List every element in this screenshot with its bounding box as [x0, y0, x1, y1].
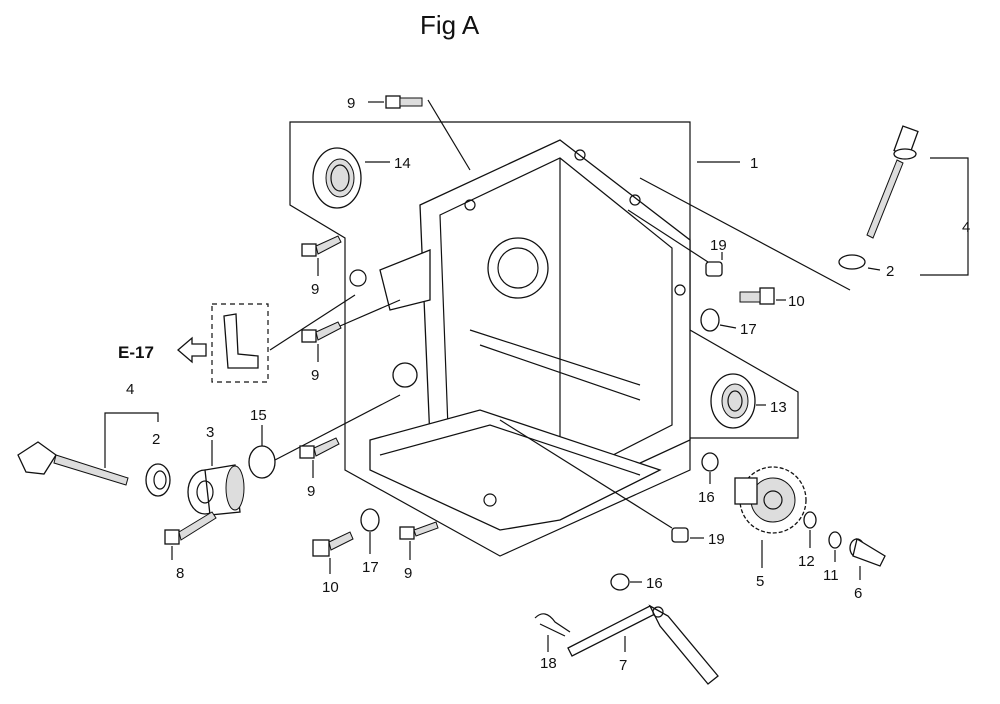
bolt-top [385, 95, 423, 109]
o-ring-right [838, 254, 866, 270]
oil-seal [312, 147, 362, 209]
callout-19-lower: 19 [708, 531, 725, 548]
callout-3: 3 [206, 424, 214, 441]
callout-10-right: 10 [788, 293, 805, 310]
oil-filler-neck [187, 464, 245, 516]
bolt-10-right [739, 287, 775, 305]
callout-7: 7 [619, 657, 627, 674]
callout-4-left: 4 [126, 381, 134, 398]
washer-17-bottom [360, 508, 380, 532]
dowel-pin-lower [671, 527, 689, 543]
bolt-mid-upper [301, 235, 342, 257]
callout-2-right: 2 [886, 263, 894, 280]
crankcase-cover [349, 139, 691, 531]
callout-4-right: 4 [962, 219, 970, 236]
reference-arrow [177, 336, 207, 364]
o-ring [248, 445, 276, 479]
washer-17-right [700, 308, 720, 332]
callout-1: 1 [750, 155, 758, 172]
dipstick-left [17, 441, 129, 486]
dowel-pin-upper [705, 261, 723, 277]
callout-8: 8 [176, 565, 184, 582]
callout-17-bottom: 17 [362, 559, 379, 576]
washer-12 [803, 511, 817, 529]
washer-11 [828, 531, 842, 549]
callout-9-b: 9 [311, 367, 319, 384]
callout-11: 11 [823, 567, 839, 584]
callout-12: 12 [798, 553, 815, 570]
flange-bolt [164, 511, 217, 545]
callout-5: 5 [756, 573, 764, 590]
callout-10-bottom: 10 [322, 579, 339, 596]
callout-9-top: 9 [347, 95, 355, 112]
o-ring-left [145, 463, 171, 497]
bolt-lower [299, 437, 340, 459]
reference-box [211, 303, 269, 383]
callout-14: 14 [394, 155, 411, 172]
callout-9-a: 9 [311, 281, 319, 298]
bearing [710, 373, 756, 429]
gear-shaft [849, 537, 886, 567]
r-clip [534, 613, 571, 637]
callout-17-right: 17 [740, 321, 757, 338]
callout-6: 6 [854, 585, 862, 602]
callout-9-d: 9 [404, 565, 412, 582]
callout-18: 18 [540, 655, 557, 672]
callout-16-lower: 16 [646, 575, 663, 592]
breather-tube [223, 313, 259, 369]
bolt-bottom [399, 521, 439, 540]
dipstick-right [866, 125, 919, 239]
figure-title: Fig A [420, 10, 480, 40]
bolt-mid [301, 321, 342, 343]
callout-19-upper: 19 [710, 237, 727, 254]
governor-arm [567, 604, 719, 685]
callout-15: 15 [250, 407, 267, 424]
callout-2-left: 2 [152, 431, 160, 448]
reference-label: E-17 [118, 343, 154, 362]
washer-16-upper [701, 452, 719, 472]
washer-16-lower [610, 573, 630, 591]
callout-16-upper: 16 [698, 489, 715, 506]
callout-13: 13 [770, 399, 787, 416]
governor-gear [734, 466, 807, 534]
callout-9-c: 9 [307, 483, 315, 500]
bolt-10-bottom [312, 531, 354, 557]
